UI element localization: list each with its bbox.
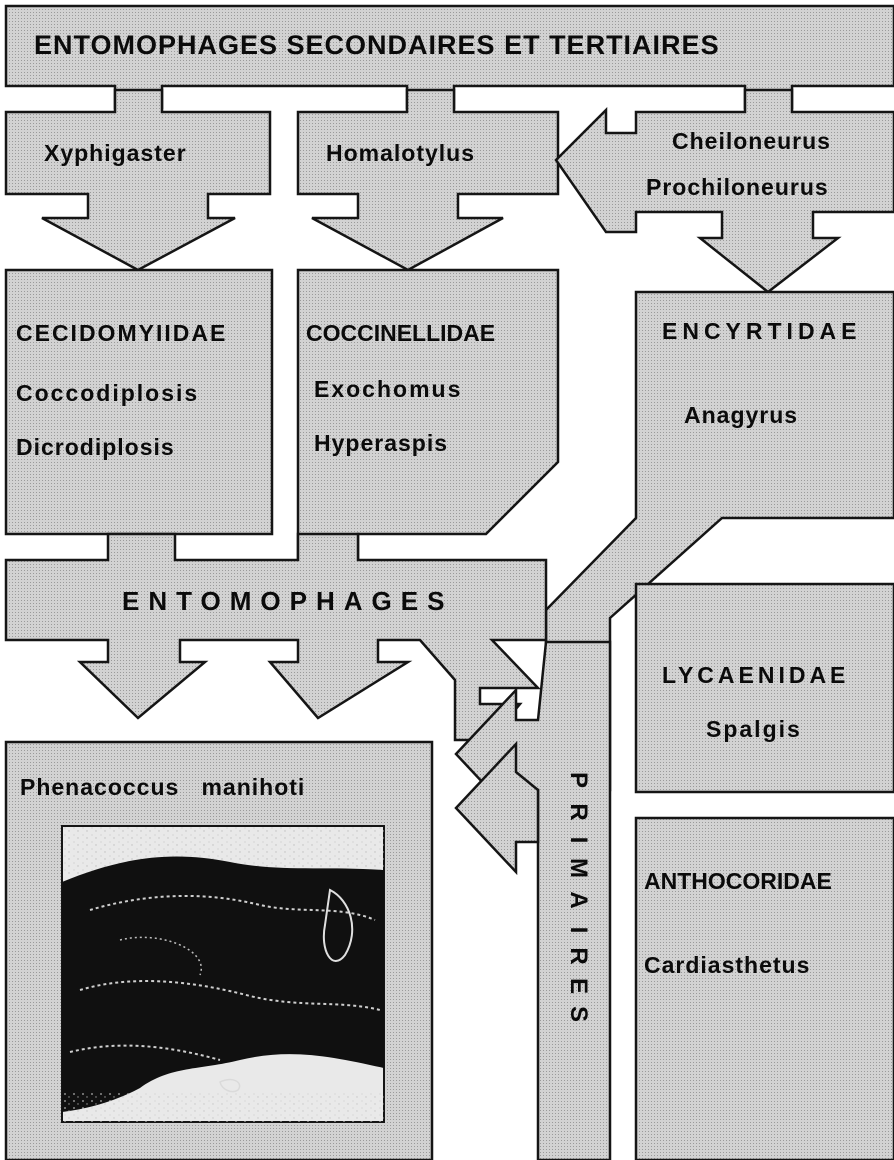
- primaires-letter: M: [566, 853, 590, 883]
- pest-species-name: Phenacoccus manihoti: [20, 776, 305, 799]
- primaires-letter: S: [566, 999, 590, 1029]
- genus-cardiasthetus: Cardiasthetus: [644, 954, 810, 977]
- genus-xyphigaster: Xyphigaster: [44, 142, 187, 165]
- family-cecidomyiidae: CECIDOMYIIDAE: [16, 322, 227, 345]
- genus-dicrodiplosis: Dicrodiplosis: [16, 436, 175, 459]
- family-encyrtidae: ENCYRTIDAE: [662, 320, 862, 343]
- genus-coccodiplosis: Coccodiplosis: [16, 382, 199, 405]
- family-lycaenidae: LYCAENIDAE: [662, 664, 849, 687]
- homalotylus-box-shape: [298, 90, 558, 270]
- genus-anagyrus: Anagyrus: [684, 404, 798, 427]
- family-coccinellidae: COCCINELLIDAE: [306, 322, 495, 345]
- primaires-letter: A: [566, 885, 590, 915]
- lycaenidae-box-shape: [636, 584, 894, 792]
- xyphigaster-box-shape: [6, 90, 270, 270]
- middle-entomophages-label: ENTOMOPHAGES: [122, 588, 453, 614]
- entomophages-band-shape: [6, 534, 546, 740]
- family-anthocoridae: ANTHOCORIDAE: [644, 870, 832, 893]
- primaires-letter: R: [566, 941, 590, 971]
- genus-hyperaspis: Hyperaspis: [314, 432, 448, 455]
- genus-spalgis: Spalgis: [706, 718, 802, 741]
- primaires-letter: I: [566, 825, 590, 855]
- genus-homalotylus: Homalotylus: [326, 142, 475, 165]
- tertiary-title: ENTOMOPHAGES SECONDAIRES ET TERTIAIRES: [34, 32, 720, 59]
- primaires-letter: E: [566, 971, 590, 1001]
- genus-exochomus: Exochomus: [314, 378, 462, 401]
- primaires-letter: P: [566, 765, 590, 795]
- genus-cheiloneurus: Cheiloneurus: [672, 130, 831, 153]
- genus-prochiloneurus: Prochiloneurus: [646, 176, 829, 199]
- coccinellidae-box-shape: [298, 270, 558, 560]
- primaires-letter: R: [566, 797, 590, 827]
